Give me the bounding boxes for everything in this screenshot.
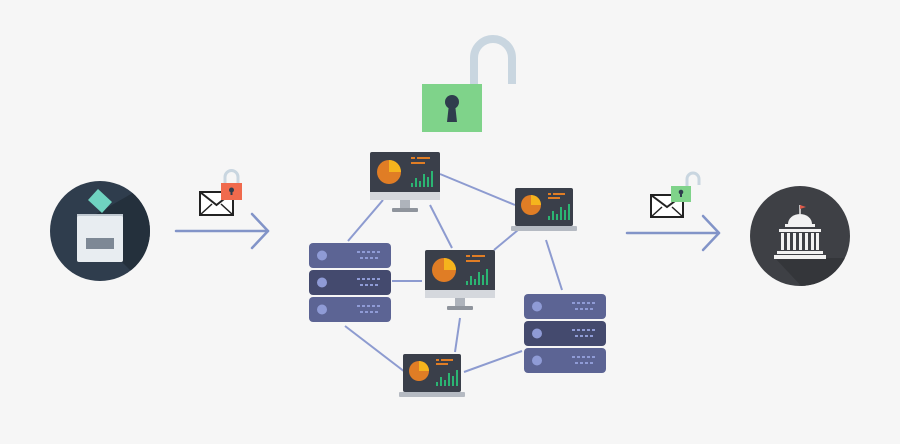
link-laptop-right-server-right xyxy=(545,239,563,291)
laptop-icon xyxy=(511,188,577,231)
link-monitor-top-server-left xyxy=(347,199,384,242)
ballot-box-icon xyxy=(50,181,150,281)
server-stack-icon xyxy=(309,243,391,322)
arrow-network-to-receiver xyxy=(625,214,721,252)
padlock-open-icon xyxy=(671,171,701,202)
arrow-sender-to-network xyxy=(174,212,270,250)
government-building-icon xyxy=(750,186,850,286)
link-laptop-right-monitor-center xyxy=(493,229,519,251)
link-laptop-bottom-server-right xyxy=(463,350,523,373)
laptop-icon xyxy=(399,354,465,397)
monitor-icon xyxy=(425,250,495,310)
monitor-icon xyxy=(370,152,440,212)
server-stack-icon xyxy=(524,294,606,373)
link-monitor-center-laptop-bottom xyxy=(454,317,461,353)
link-monitor-top-laptop-right xyxy=(439,173,516,206)
link-server-left-laptop-bottom xyxy=(344,325,406,373)
network-links xyxy=(344,173,563,373)
link-monitor-top-monitor-center xyxy=(429,204,453,249)
padlock-closed-icon xyxy=(221,169,242,200)
padlock-open-icon xyxy=(422,35,516,132)
